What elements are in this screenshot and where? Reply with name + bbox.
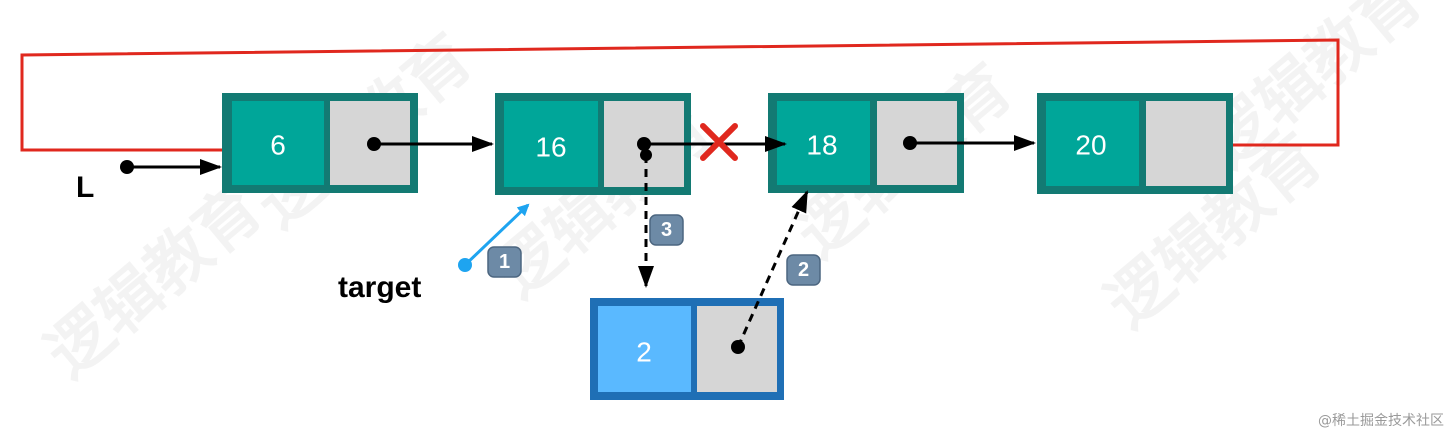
svg-text:2: 2	[798, 259, 809, 281]
dashed-arrow-2-to-18	[731, 190, 809, 354]
remove-mark-icon	[700, 123, 738, 161]
target-label: target	[338, 271, 421, 304]
target-pointer-arrow	[458, 203, 530, 272]
head-label: L	[76, 171, 94, 204]
svg-text:1: 1	[499, 251, 510, 273]
head-pointer-arrow	[120, 159, 222, 175]
node-value: 16	[535, 132, 566, 163]
node-value: 18	[806, 130, 837, 161]
node-value: 6	[270, 130, 286, 161]
svg-text:逻辑教育: 逻辑教育	[33, 171, 277, 392]
node-value: 2	[636, 337, 652, 368]
node-18: 18	[768, 93, 964, 193]
source-credit: @稀土掘金技术社区	[1318, 413, 1444, 429]
step-badge-1: 1	[487, 246, 522, 278]
node-value: 20	[1075, 130, 1106, 161]
next-arrow-6-to-16	[367, 136, 494, 152]
step-badge-2: 2	[786, 254, 821, 286]
next-arrow-18-to-20	[903, 135, 1036, 151]
step-badge-3: 3	[649, 214, 684, 246]
node-20: 20	[1037, 93, 1233, 194]
dashed-arrow-16-to-2	[638, 149, 654, 288]
new-node-2: 2	[590, 298, 784, 400]
svg-text:3: 3	[661, 219, 672, 241]
circular-link-line	[20, 38, 1340, 152]
